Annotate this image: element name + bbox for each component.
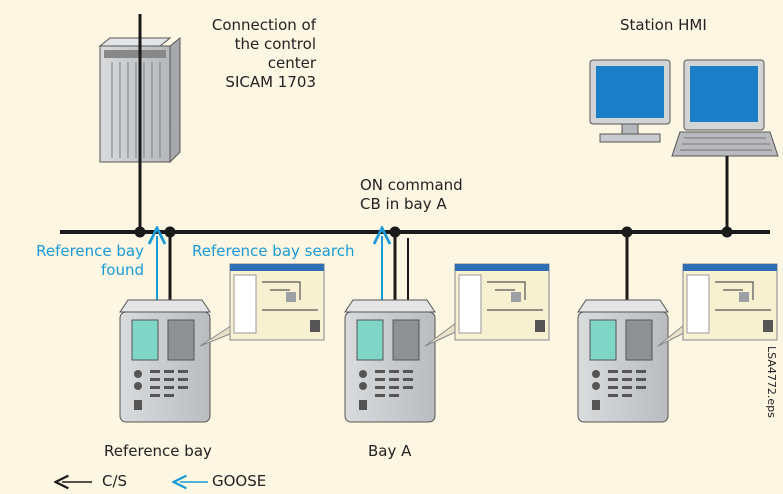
bay-screen-thumbnail-icon-3 <box>657 263 778 347</box>
on-command-label: ON command CB in bay A <box>360 176 463 214</box>
legend-cs-label: C/S <box>102 472 128 490</box>
control-center-line-4: SICAM 1703 <box>225 73 316 91</box>
reference-bay-found-label: Reference bay found <box>6 242 144 280</box>
bay-a-label: Bay A <box>368 442 412 460</box>
reference-bay-label: Reference bay <box>104 442 212 460</box>
workstation-icon <box>589 59 779 157</box>
control-center-line-1: Connection of <box>211 16 316 34</box>
ref-bay-found-line-1: Reference bay <box>36 242 144 260</box>
legend-goose-label: GOOSE <box>212 472 267 490</box>
reference-bay-search-label: Reference bay search <box>192 242 355 260</box>
protection-relay-icon-bay-c <box>577 299 669 423</box>
control-center-label: Connection of the control center SICAM 1… <box>150 16 316 92</box>
file-id-label: LSA4772.eps <box>765 346 778 418</box>
protection-relay-icon-reference-bay <box>119 299 211 423</box>
station-hmi-label: Station HMI <box>620 16 707 34</box>
protection-relay-icon-bay-a <box>344 299 436 423</box>
ref-bay-found-line-2: found <box>101 261 144 279</box>
bay-screen-thumbnail-icon-2 <box>424 263 550 347</box>
rack-server-icon <box>98 36 181 164</box>
on-command-line-2: CB in bay A <box>360 195 447 213</box>
on-command-line-1: ON command <box>360 176 463 194</box>
control-center-line-3: center <box>267 54 316 72</box>
bay-screen-thumbnail-icon-1 <box>199 263 325 347</box>
control-center-line-2: the control <box>234 35 316 53</box>
